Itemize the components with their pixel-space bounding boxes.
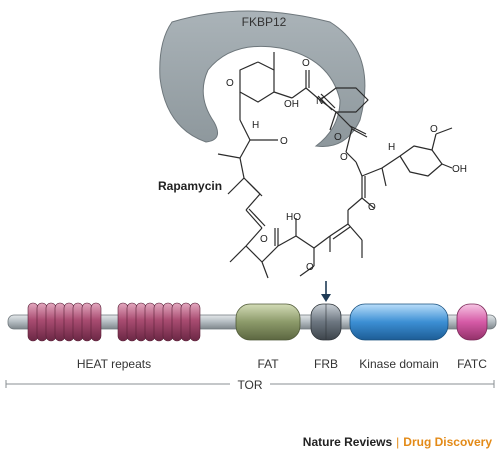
atom-o-ring: O	[226, 78, 234, 89]
kinase-domain	[349, 303, 449, 341]
fat-domain	[235, 303, 301, 341]
fkbp12-shape	[159, 10, 366, 147]
atom-o-ketone-2: O	[368, 202, 376, 213]
atom-o-methoxy-2: O	[430, 124, 438, 135]
atom-o-ketone: O	[302, 58, 310, 69]
atom-o-ring-ester: O	[340, 152, 348, 163]
binding-arrow-icon	[321, 281, 331, 302]
fkbp12-label: FKBP12	[242, 15, 287, 29]
fatc-label: FATC	[457, 357, 487, 371]
frb-label: FRB	[314, 357, 338, 371]
tor-bracket	[5, 380, 495, 388]
publisher-name: Nature Reviews	[302, 435, 393, 449]
atom-ho: HO	[286, 212, 301, 223]
atom-oh-1: OH	[284, 99, 299, 110]
atom-oh-2: OH	[452, 164, 467, 175]
credit-separator: |	[396, 435, 400, 449]
atom-n: N	[316, 96, 323, 107]
atom-h-1: H	[252, 120, 259, 131]
tor-domain-bar	[7, 281, 497, 342]
atom-o-ketone-3: O	[260, 234, 268, 245]
rapamycin-label: Rapamycin	[158, 179, 222, 193]
fatc-domain	[456, 303, 488, 341]
atom-o-methoxy-1: O	[280, 136, 288, 147]
heat-repeats-label: HEAT repeats	[77, 357, 151, 371]
kinase-domain-label: Kinase domain	[359, 357, 438, 371]
atom-o-methoxy-3: O	[306, 262, 314, 273]
tor-label: TOR	[237, 378, 262, 392]
publisher-credit: Nature Reviews|Drug Discovery	[303, 435, 492, 449]
rapamycin-structure	[217, 52, 453, 279]
heat-repeats	[27, 302, 201, 342]
journal-name: Drug Discovery	[403, 435, 492, 449]
fat-label: FAT	[257, 357, 279, 371]
atom-h-2: H	[388, 142, 395, 153]
atom-o-ester: O	[334, 132, 342, 143]
